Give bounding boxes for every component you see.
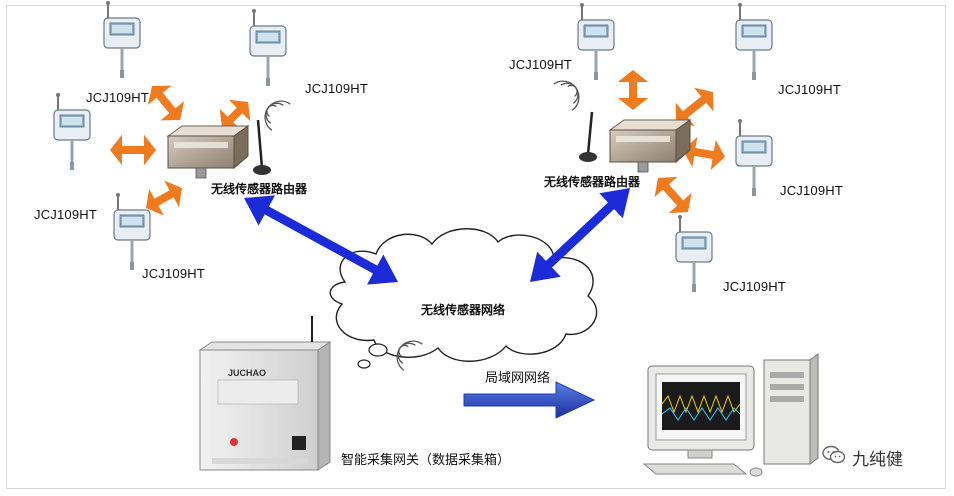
wireless-router-left <box>167 125 249 179</box>
watermark: 九纯健 <box>822 445 903 470</box>
sensor-label-3: JCJ109HT <box>34 207 98 222</box>
temp-humidity-sensor-5 <box>576 1 616 82</box>
gateway-cabinet <box>198 316 332 471</box>
gateway-signal-icon <box>396 340 423 371</box>
temp-humidity-sensor-8 <box>674 213 714 294</box>
pc-drive-3 <box>770 396 804 402</box>
lan-arrow <box>463 381 596 419</box>
network-cloud <box>329 228 598 369</box>
diagram-frame <box>6 5 946 489</box>
temp-humidity-sensor-7 <box>734 117 774 198</box>
monitor-chart-area <box>662 382 740 430</box>
gateway-top <box>198 341 332 351</box>
network-label: 无线传感器网络 <box>421 303 506 317</box>
gateway-lock <box>292 436 306 450</box>
sensor-label-1: JCJ109HT <box>86 90 150 105</box>
sensor-label-7: JCJ109HT <box>780 183 844 198</box>
lan-label: 局域网网络 <box>485 370 551 385</box>
router-left-signal-icon <box>264 100 291 131</box>
pc-drive-1 <box>770 372 804 378</box>
pc-drive-2 <box>770 384 804 390</box>
sensor-link-arrow-1 <box>147 85 185 121</box>
monitor-wave-blue <box>661 407 741 421</box>
wechat-icon <box>822 445 846 470</box>
temp-humidity-sensor-1 <box>102 0 142 80</box>
sensor-link-arrow-8 <box>654 176 692 214</box>
router-link-right-arrow <box>530 188 630 282</box>
router-right-antenna <box>586 111 594 155</box>
sensor-link-arrow-5 <box>617 70 649 110</box>
router-left-antenna-base <box>253 165 271 175</box>
router-label-right: 无线传感器路由器 <box>544 175 641 189</box>
temp-humidity-sensor-6 <box>734 1 774 82</box>
gateway-power-led <box>230 438 238 446</box>
router-right-antenna-base <box>579 152 597 162</box>
sensor-link-arrow-7 <box>683 137 725 170</box>
monitor-stand <box>687 449 713 459</box>
monitor-wave-yellow <box>661 394 741 414</box>
watermark-text: 九纯健 <box>852 450 903 470</box>
gateway-brand: JUCHAO <box>228 368 267 378</box>
gateway-footer-text <box>212 458 308 464</box>
sensor-label-4: JCJ109HT <box>142 266 206 281</box>
pc-tower-side <box>809 353 819 465</box>
mouse <box>749 467 763 477</box>
sensor-link-arrow-4 <box>146 180 182 216</box>
sensor-label-2: JCJ109HT <box>305 81 369 96</box>
computer-workstation <box>642 353 819 477</box>
wireless-router-right <box>609 119 691 173</box>
temp-humidity-sensor-4 <box>112 191 152 272</box>
cloud-bubble-2 <box>357 359 371 369</box>
gateway-side <box>317 341 331 471</box>
sensor-label-8: JCJ109HT <box>723 279 787 294</box>
gateway-nameplate <box>217 379 299 405</box>
sensor-label-6: JCJ109HT <box>778 82 842 97</box>
cloud-outline <box>329 228 598 362</box>
sensor-link-arrow-3 <box>110 134 156 166</box>
temp-humidity-sensor-3 <box>52 91 92 172</box>
gateway-label: 智能采集网关（数据采集箱） <box>341 452 511 467</box>
router-left-antenna <box>256 119 264 169</box>
temp-humidity-sensor-2 <box>248 7 288 88</box>
sensor-link-arrow-2 <box>219 99 251 131</box>
router-label-left: 无线传感器路由器 <box>211 182 308 196</box>
router-link-left-arrow <box>244 195 398 285</box>
cloud-bubble-1 <box>368 343 388 357</box>
sensor-label-5: JCJ109HT <box>509 57 573 72</box>
router-right-signal-icon <box>553 80 580 111</box>
keyboard <box>642 463 748 475</box>
sensor-link-arrow-6 <box>675 87 714 127</box>
